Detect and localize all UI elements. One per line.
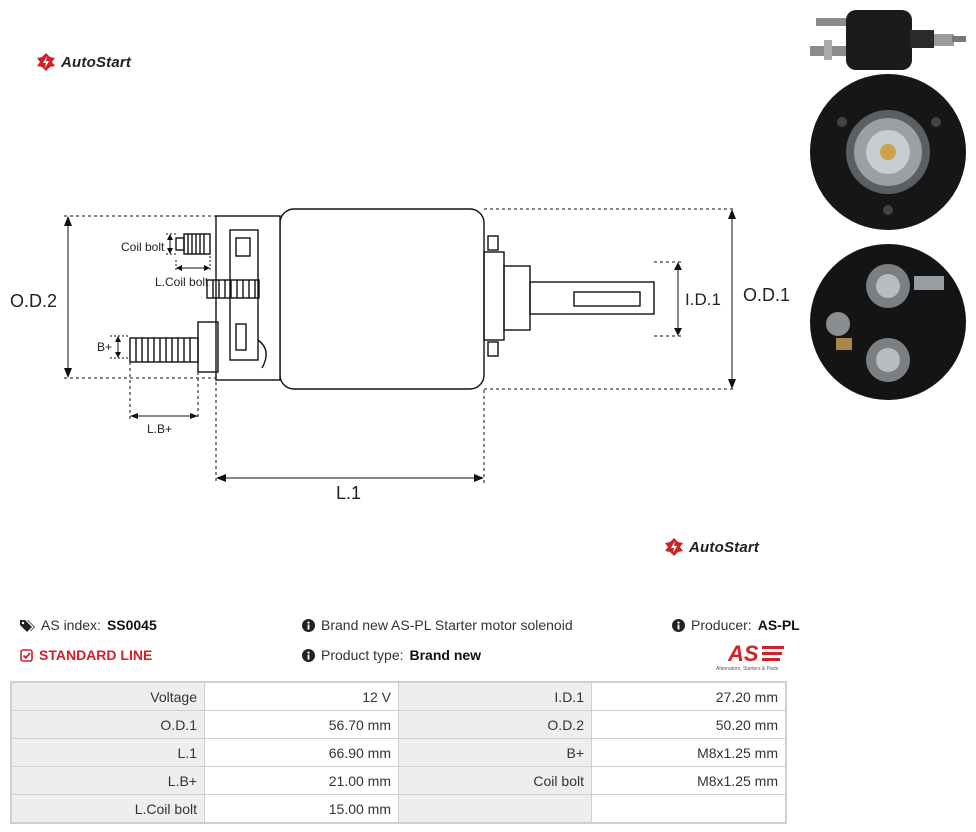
product-type-label: Product type:: [321, 647, 404, 663]
tags-icon: [20, 619, 35, 632]
description-text: Brand new AS-PL Starter motor solenoid: [321, 617, 573, 633]
as-pl-logo: AS Alternators, Starters & Parts: [716, 641, 784, 672]
product-photo-side: [810, 10, 966, 70]
as-index-value: SS0045: [106, 617, 157, 633]
spec-value: [591, 794, 787, 824]
spec-key: [398, 794, 592, 824]
label-l-coil-bolt: L.Coil bolt: [155, 275, 209, 289]
spec-value: 27.20 mm: [591, 681, 787, 711]
spec-value: 12 V: [204, 681, 399, 711]
spec-key: B+: [398, 738, 592, 767]
check-square-icon: [20, 648, 33, 662]
spec-value: 15.00 mm: [204, 794, 399, 824]
product-description: Brand new AS-PL Starter motor solenoid: [302, 617, 573, 633]
label-l1: L.1: [336, 483, 361, 500]
standard-line-badge: STANDARD LINE: [20, 647, 152, 663]
spec-key: O.D.2: [398, 710, 592, 739]
standard-line-label: STANDARD LINE: [39, 647, 153, 663]
spec-value: 66.90 mm: [204, 738, 399, 767]
spec-value: 56.70 mm: [204, 710, 399, 739]
brand-name: AutoStart: [61, 53, 132, 71]
spec-value: 50.20 mm: [591, 710, 787, 739]
spec-key: L.Coil bolt: [10, 794, 205, 824]
producer-value: AS-PL: [757, 617, 800, 633]
info-circle-icon: [672, 618, 685, 632]
info-circle-icon: [302, 618, 315, 632]
autostart-logo-icon: [37, 53, 55, 71]
label-id1: I.D.1: [685, 290, 721, 309]
label-bplus: B+: [97, 340, 112, 354]
solenoid-dimension-diagram: O.D.2 O.D.1 I.D.1 L.1 L.B+ B+ Coil bolt …: [10, 208, 790, 500]
spec-value: 21.00 mm: [204, 766, 399, 795]
spec-key: O.D.1: [10, 710, 205, 739]
info-circle-icon: [302, 648, 315, 662]
as-logo-tagline: Alternators, Starters & Parts: [716, 666, 779, 672]
product-photo-rear: [810, 74, 966, 230]
label-lb: L.B+: [147, 422, 172, 436]
spec-key: Coil bolt: [398, 766, 592, 795]
autostart-logo-secondary: AutoStart: [664, 537, 759, 557]
product-type: Product type: Brand new: [302, 647, 481, 663]
autostart-logo-icon: [665, 538, 683, 556]
producer-label: Producer:: [691, 617, 752, 633]
product-type-value: Brand new: [409, 647, 482, 663]
spec-key: I.D.1: [398, 681, 592, 711]
product-photo-front: [810, 244, 966, 400]
autostart-logo: AutoStart: [36, 52, 131, 72]
label-coil-bolt: Coil bolt: [121, 240, 165, 254]
spec-key: Voltage: [10, 681, 205, 711]
as-index-label: AS index:: [41, 617, 101, 633]
label-od2: O.D.2: [10, 291, 57, 311]
producer: Producer: AS-PL: [672, 617, 800, 633]
spec-value: M8x1.25 mm: [591, 738, 787, 767]
label-od1: O.D.1: [743, 285, 790, 305]
spec-key: L.1: [10, 738, 205, 767]
spec-key: L.B+: [10, 766, 205, 795]
as-logo-text: AS: [727, 641, 759, 666]
brand-name-secondary: AutoStart: [689, 538, 760, 556]
as-index: AS index: SS0045: [20, 617, 157, 633]
spec-value: M8x1.25 mm: [591, 766, 787, 795]
